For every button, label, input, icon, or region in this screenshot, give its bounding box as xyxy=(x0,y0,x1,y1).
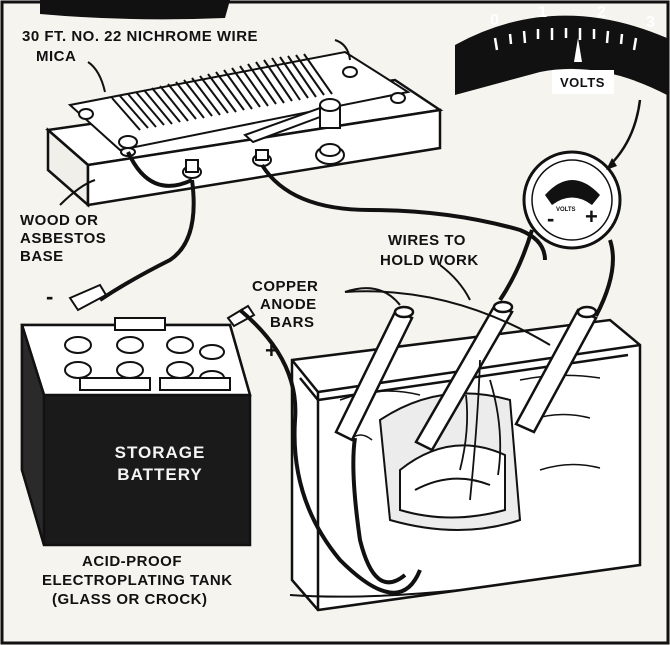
mica-label: MICA xyxy=(36,48,76,65)
base-label-line1: WOOD OR xyxy=(20,212,99,229)
battery-label-line1: STORAGE xyxy=(80,444,240,461)
battery-plus-sign: + xyxy=(265,342,278,359)
meter-plus-sign: + xyxy=(585,208,598,225)
meter-scale-3: 3 xyxy=(646,14,655,32)
tank-label-line1: ACID-PROOF xyxy=(82,553,182,570)
meter-scale-1: 1 xyxy=(538,4,547,22)
wires-label-line2: HOLD WORK xyxy=(380,252,479,269)
base-label-line3: BASE xyxy=(20,248,64,265)
battery-minus-sign: - xyxy=(46,288,54,305)
meter-scale-0: 0 xyxy=(490,12,499,30)
tank-label-line2: ELECTROPLATING TANK xyxy=(42,572,233,589)
meter-volts-small-label: VOLTS xyxy=(556,202,576,219)
meter-minus-sign: - xyxy=(547,210,555,227)
anode-label-line1: COPPER xyxy=(252,278,318,295)
tank-label-line3: (GLASS OR CROCK) xyxy=(52,591,208,608)
volts-label: VOLTS xyxy=(560,74,605,91)
nichrome-wire-label: 30 FT. NO. 22 NICHROME WIRE xyxy=(22,28,258,45)
anode-label-line3: BARS xyxy=(270,314,315,331)
wires-label-line1: WIRES TO xyxy=(388,232,466,249)
battery-label-line2: BATTERY xyxy=(80,466,240,483)
top-tab xyxy=(40,0,230,19)
meter-scale-2: 2 xyxy=(597,4,606,22)
anode-label-line2: ANODE xyxy=(260,296,317,313)
base-label-line2: ASBESTOS xyxy=(20,230,106,247)
